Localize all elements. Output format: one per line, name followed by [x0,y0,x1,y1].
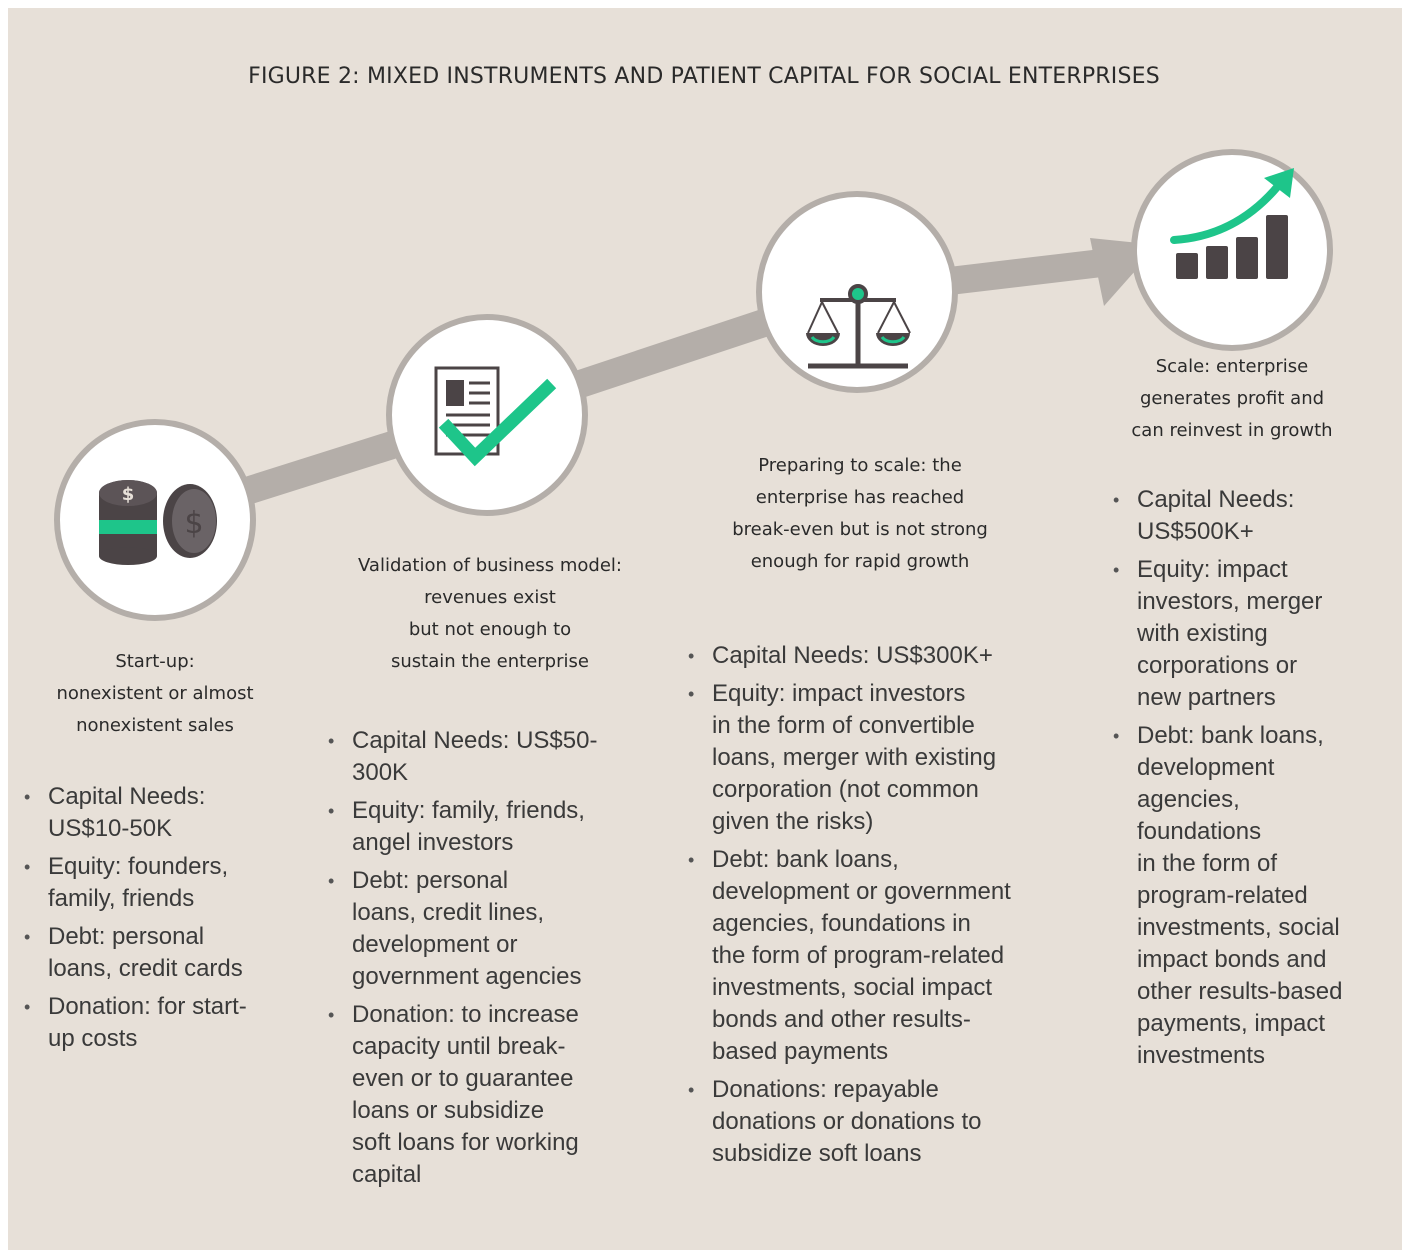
caption-line: but not enough to [408,619,572,640]
stage-caption-startup: Start-up: nonexistent or almost nonexist… [25,646,285,742]
stage-details-startup: Capital Needs:US$10-50K Equity: founders… [24,781,314,1061]
document-check-icon [434,366,557,467]
caption-line: Scale: enterprise [1155,356,1309,377]
caption-line: can reinvest in growth [1131,420,1333,441]
stage-caption-preparing: Preparing to scale: the enterprise has r… [700,450,1020,578]
caption-line: sustain the enterprise [391,651,589,672]
detail-bullet: Capital Needs: US$300K+ [688,640,1068,672]
caption-line: Validation of business model: [358,555,622,576]
caption-line: generates profit and [1139,388,1325,409]
stage-caption-scale: Scale: enterprise generates profit and c… [1102,351,1362,447]
caption-line: enough for rapid growth [750,551,970,572]
caption-line: Preparing to scale: the [758,455,962,476]
caption-line: revenues exist [424,587,556,608]
svg-text:$: $ [122,484,135,505]
detail-bullet: Capital Needs:US$10-50K [24,781,314,845]
stage-details-scale: Capital Needs:US$500K+ Equity: impactinv… [1113,484,1393,1078]
caption-line: nonexistent sales [76,715,234,736]
figure-title: FIGURE 2: MIXED INSTRUMENTS AND PATIENT … [248,64,1160,89]
caption-line: nonexistent or almost [56,683,254,704]
stage-details-validation: Capital Needs: US$50-300K Equity: family… [328,725,668,1197]
detail-bullet: Debt: bank loans,development or governme… [688,844,1068,1068]
detail-bullet: Capital Needs: US$50-300K [328,725,668,789]
detail-bullet: Debt: bank loans,developmentagencies,fou… [1113,720,1393,1072]
caption-line: break-even but is not strong [732,519,988,540]
detail-bullet: Equity: founders,family, friends [24,851,314,915]
detail-bullet: Capital Needs:US$500K+ [1113,484,1393,548]
svg-text:$: $ [184,506,203,541]
caption-line: Start-up: [115,651,195,672]
caption-line: enterprise has reached [755,487,965,508]
progression-path [150,248,1112,534]
detail-bullet: Equity: family, friends,angel investors [328,795,668,859]
coins-icon: $ $ [99,480,217,565]
detail-bullet: Donation: for start-up costs [24,991,314,1055]
stage-caption-validation: Validation of business model: revenues e… [330,550,650,678]
stage-details-preparing: Capital Needs: US$300K+ Equity: impact i… [688,640,1068,1176]
growth-chart-icon [1170,168,1294,279]
balance-scale-icon [806,284,911,369]
stage-circle-scale [1131,149,1333,351]
